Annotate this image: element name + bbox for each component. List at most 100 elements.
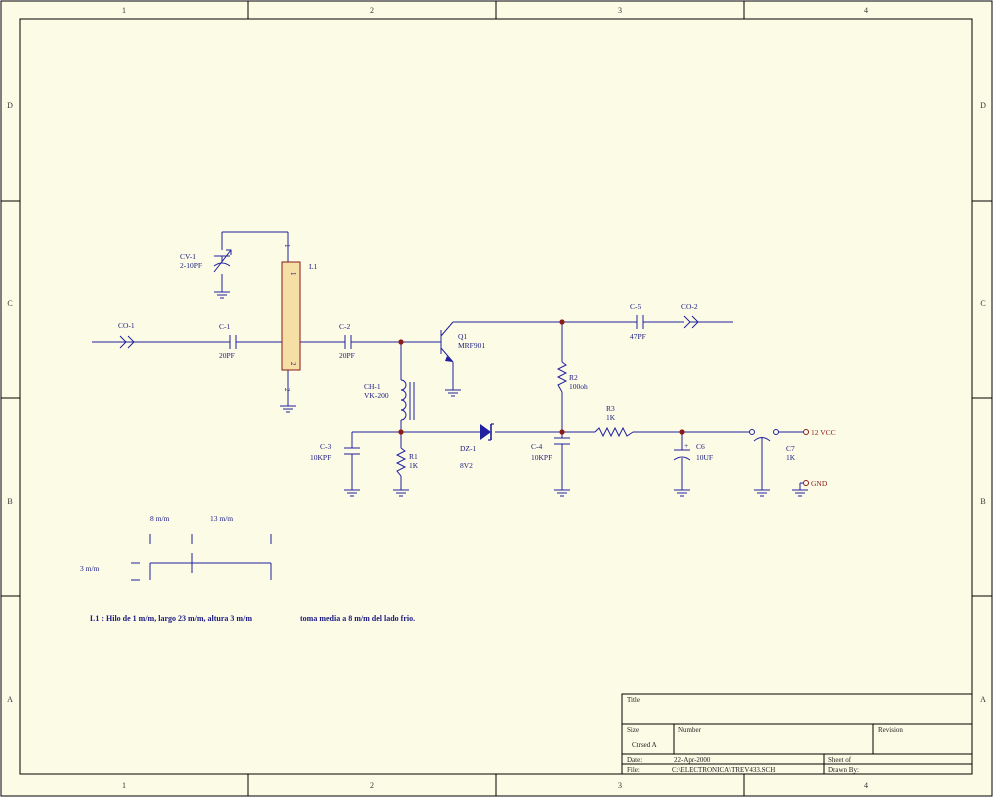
drawn-by-label: Drawn By: — [828, 766, 859, 774]
zone-row-c-left: C — [7, 299, 12, 308]
r1-symbol — [395, 447, 407, 477]
ch1-symbol — [400, 379, 415, 421]
r2-ref: R2 — [569, 373, 578, 382]
zone-col-3-bottom: 3 — [618, 781, 622, 790]
switch-terminal-right — [773, 429, 779, 435]
r2-symbol — [556, 361, 568, 393]
number-label: Number — [678, 726, 702, 734]
dz1-symbol — [480, 423, 494, 441]
dimension-13mm: 13 m/m — [210, 514, 233, 523]
l1-pin-2-outer: 2 — [283, 388, 291, 392]
c3-value: 10KPF — [310, 453, 331, 462]
r3-ref: R3 — [606, 404, 615, 413]
ground-icon — [393, 489, 409, 497]
co1-connector-symbol — [119, 335, 135, 349]
c3-symbol — [344, 447, 360, 455]
c3-ref: C-3 — [320, 442, 332, 451]
dimension-8mm: 8 m/m — [150, 514, 170, 523]
drawing-area — [19, 18, 973, 775]
q1-ref: Q1 — [458, 332, 467, 341]
zone-col-4-top: 4 — [864, 6, 868, 15]
c4-ref: C-4 — [531, 442, 543, 451]
zone-col-3-top: 3 — [618, 6, 622, 15]
zone-row-b-right: B — [980, 497, 985, 506]
zone-col-1-bottom: 1 — [122, 781, 126, 790]
vcc-net-label: 12 VCC — [811, 428, 836, 437]
revision-label: Revision — [878, 726, 903, 734]
dz1-value: 8V2 — [460, 461, 473, 470]
r1-ref: R1 — [409, 452, 418, 461]
c7-value: 1K — [786, 453, 796, 462]
sheet-label: Sheet of — [828, 756, 852, 764]
q1-value: MRF901 — [458, 341, 485, 350]
zone-col-1-top: 1 — [122, 6, 126, 15]
zone-row-c-right: C — [980, 299, 985, 308]
size-value: Ctrsed A — [632, 741, 657, 749]
zone-grid — [1, 1, 992, 796]
gnd-net-label: GND — [811, 479, 828, 488]
zone-row-a-right: A — [980, 695, 986, 704]
c4-symbol — [554, 437, 570, 445]
c4-value: 10KPF — [531, 453, 552, 462]
title-block-frame — [621, 693, 973, 775]
dz1-ref: DZ-1 — [460, 444, 476, 453]
ground-symbols — [214, 291, 808, 497]
l1-pin-2-inner: 2 — [289, 362, 297, 366]
l1-pin-1-inner: 1 — [289, 272, 297, 276]
r1-value: 1K — [409, 461, 419, 470]
wires — [92, 231, 803, 490]
co2-ref: CO-2 — [681, 302, 698, 311]
c7-symbol-top — [753, 437, 771, 442]
c6-value: 10UF — [696, 453, 713, 462]
r2-value: 100oh — [569, 382, 588, 391]
c6-polarity: + — [684, 441, 688, 450]
ground-icon — [445, 389, 461, 397]
c5-value: 47PF — [630, 332, 646, 341]
date-value: 22-Apr-2000 — [674, 756, 711, 764]
ground-icon — [554, 489, 570, 497]
ch1-value: VK-200 — [364, 391, 389, 400]
c7-ref: C7 — [786, 444, 795, 453]
l1-coil-body — [281, 261, 301, 371]
coil-note-part1: L1 : Hilo de 1 m/m, largo 23 m/m, altura… — [90, 614, 252, 623]
l1-pin-1-outer: 1 — [283, 244, 291, 248]
zone-col-2-top: 2 — [370, 6, 374, 15]
q1-emitter-arrow — [445, 356, 453, 362]
zone-row-a-left: A — [7, 695, 13, 704]
c5-symbol — [636, 315, 644, 329]
zone-row-d-right: D — [980, 101, 986, 110]
ground-icon — [280, 405, 296, 413]
zone-col-4-bottom: 4 — [864, 781, 868, 790]
coil-note-part2: toma media a 8 m/m del lado frio. — [300, 614, 415, 623]
size-label: Size — [627, 726, 639, 734]
gnd-port — [803, 480, 809, 486]
zone-row-d-left: D — [7, 101, 13, 110]
r3-symbol — [594, 426, 634, 438]
ground-icon — [754, 489, 770, 497]
zone-col-2-bottom: 2 — [370, 781, 374, 790]
cv1-symbol — [213, 249, 232, 273]
file-value: C:\ELECTRONICA\TREV433.SCH — [672, 766, 775, 774]
c6-symbol — [673, 449, 691, 461]
c2-symbol — [344, 335, 352, 349]
ground-icon — [344, 489, 360, 497]
co2-connector-symbol — [683, 315, 701, 329]
c1-value: 20PF — [219, 351, 235, 360]
junctions — [398, 319, 685, 435]
ground-icon — [214, 291, 230, 299]
file-label: File: — [627, 766, 640, 774]
switch-terminal-left — [749, 429, 755, 435]
ch1-ref: CH-1 — [364, 382, 381, 391]
l1-ref: L1 — [309, 262, 318, 271]
r3-value: 1K — [606, 413, 616, 422]
c6-ref: C6 — [696, 442, 705, 451]
c2-ref: C-2 — [339, 322, 351, 331]
dimension-3mm: 3 m/m — [80, 564, 100, 573]
c1-ref: C-1 — [219, 322, 231, 331]
co1-ref: CO-1 — [118, 321, 135, 330]
c2-value: 20PF — [339, 351, 355, 360]
cv1-ref: CV-1 — [180, 252, 196, 261]
ground-icon — [792, 489, 808, 497]
c1-symbol — [229, 335, 237, 349]
